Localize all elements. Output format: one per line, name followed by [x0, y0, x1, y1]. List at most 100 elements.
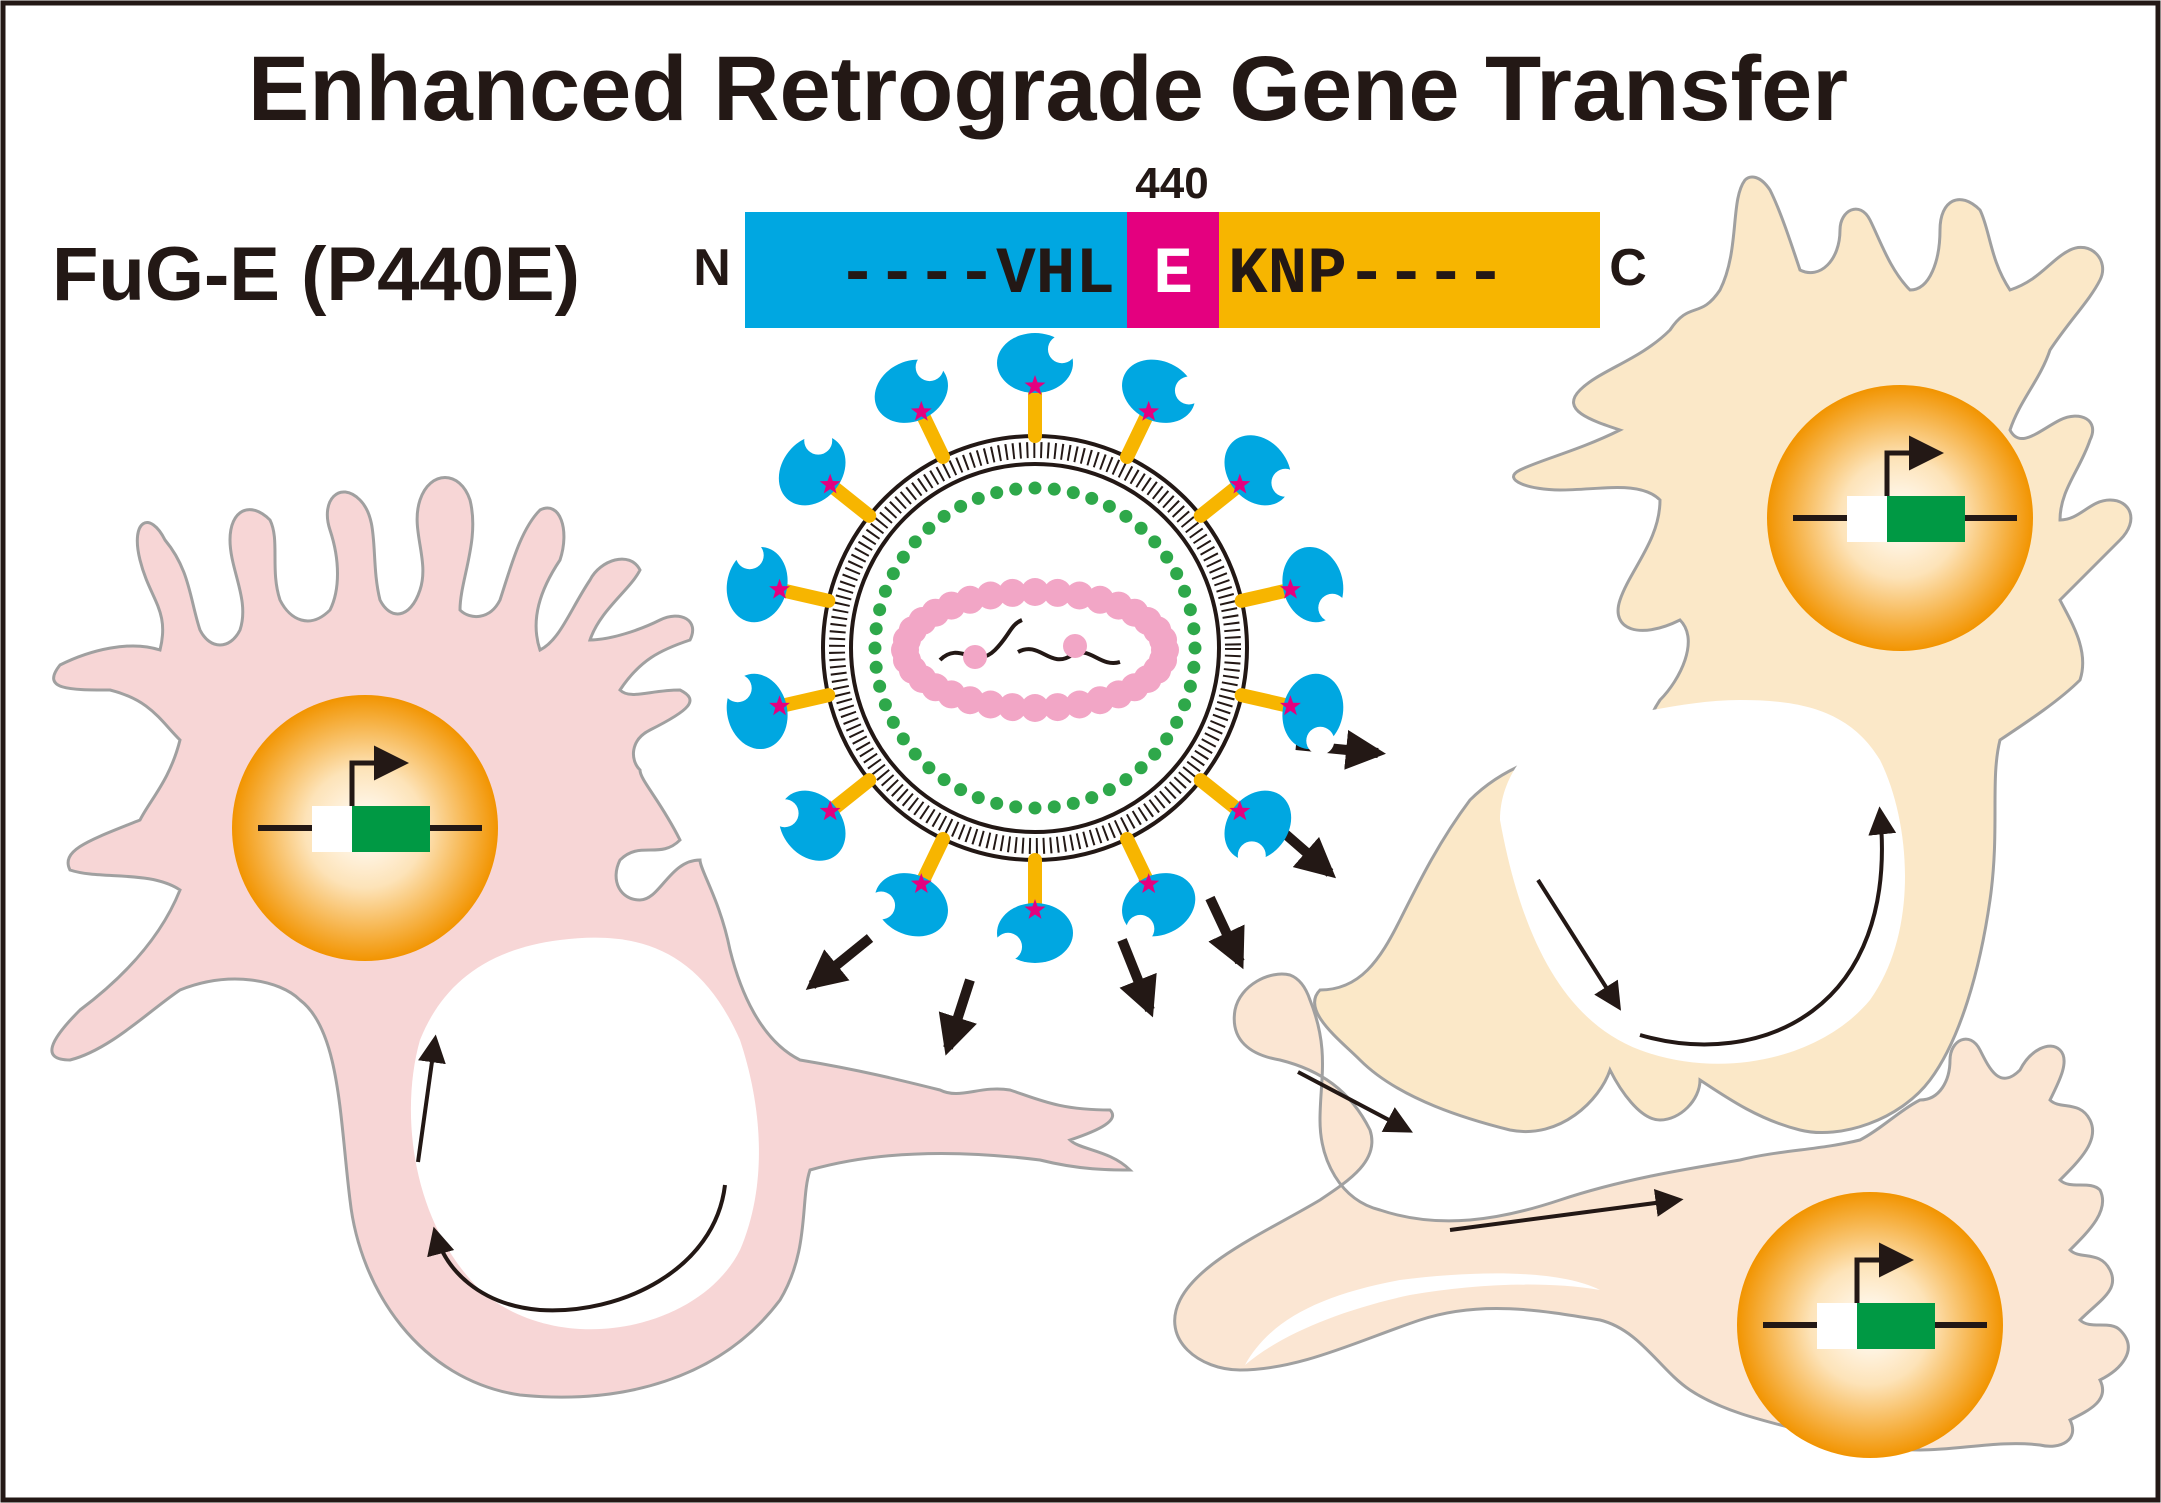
capsid-bead	[1188, 641, 1202, 655]
residue-position-label: 440	[1135, 159, 1208, 208]
arrow-icon	[1117, 938, 1157, 1018]
rna-strand-icon	[938, 618, 1023, 662]
capsid-bead	[1028, 801, 1042, 815]
capsid-bead	[1148, 747, 1162, 761]
glycoprotein-spike	[723, 673, 836, 750]
glycoprotein-spike	[1193, 773, 1292, 870]
neuron-left	[50, 476, 1134, 1399]
capsid-bead	[990, 486, 1004, 500]
glycoprotein-spike	[1234, 673, 1344, 755]
glycoprotein-construct-bar: N ----VHL E KNP---- C 440	[693, 159, 1647, 328]
rnp-bead	[976, 581, 1005, 610]
neuron-top-right-axon-hole	[1500, 700, 1905, 1064]
glycoprotein-spikes	[723, 333, 1347, 963]
capsid-bead	[868, 641, 882, 655]
vector-entry-arrows	[805, 729, 1386, 1056]
capsid-bead	[873, 679, 887, 693]
capsid-bead	[954, 499, 968, 513]
capsid-bead	[1178, 584, 1192, 598]
capsid-bead	[869, 660, 883, 674]
transport-arrow-icon	[416, 1034, 446, 1163]
genome-core	[891, 578, 1179, 722]
transgene-cassette-icon	[258, 745, 482, 852]
capsid-bead	[1119, 509, 1133, 523]
capsid-bead	[1160, 550, 1174, 564]
capsid-bead	[896, 732, 910, 746]
transport-arrow-icon	[1639, 806, 1897, 1047]
glycoprotein-spike	[778, 426, 877, 523]
capsid-bead	[1148, 535, 1162, 549]
capsid-bead	[878, 698, 892, 712]
capsid-bead	[1160, 732, 1174, 746]
construct-name: FuG-E (P440E)	[52, 232, 580, 317]
c-terminus-label: C	[1609, 239, 1647, 297]
capsid-bead	[1134, 521, 1148, 535]
capsid-bead	[937, 773, 951, 787]
neuron-bottom-right-gap	[1245, 1273, 1600, 1365]
glycoprotein-spike	[726, 541, 836, 623]
arrow-icon	[938, 978, 977, 1056]
neuron-top-right	[1313, 175, 2133, 1135]
capsid-bead	[1102, 499, 1116, 513]
n-terminus-label: N	[693, 239, 731, 297]
capsid-bead	[937, 509, 951, 523]
capsid-bead	[954, 783, 968, 797]
glycoprotein-spike	[1234, 546, 1347, 623]
capsid-bead	[971, 791, 985, 805]
rnp-bead	[1043, 578, 1072, 607]
capsid-bead	[1047, 800, 1061, 814]
capsid-bead	[869, 622, 883, 636]
capsid-bead	[1187, 660, 1201, 674]
glycoprotein-spike	[1193, 435, 1300, 523]
transgene-cassette-icon	[1793, 435, 2017, 542]
neuron-bottom-right	[1173, 972, 2130, 1458]
capsid-bead	[1085, 491, 1099, 505]
neuron-left-axon-hole	[410, 937, 759, 1330]
mutation-block	[1127, 212, 1219, 328]
rnp-bead	[1021, 694, 1049, 722]
rnp-bead	[1043, 693, 1072, 722]
capsid-bead	[1187, 622, 1201, 636]
capsid-bead	[1183, 603, 1197, 617]
glycoprotein-spike	[1119, 359, 1203, 464]
capsid-bead	[1009, 482, 1023, 496]
right-sequence: KNP----	[1228, 237, 1505, 312]
capsid-bead	[1085, 791, 1099, 805]
capsid-bead	[1183, 679, 1197, 693]
glycoprotein-spike	[1119, 832, 1196, 943]
capsid-bead	[886, 715, 900, 729]
rv-domain-block	[1219, 212, 1600, 328]
transport-arrow-icon	[1449, 1189, 1684, 1232]
capsid-bead	[1066, 486, 1080, 500]
capsid-bead	[1170, 567, 1184, 581]
capsid-bead	[886, 567, 900, 581]
rnp-bead	[1149, 625, 1178, 654]
lentiviral-vector-icon	[723, 333, 1347, 963]
capsid-bead	[1119, 773, 1133, 787]
capsid-bead	[971, 491, 985, 505]
transgene-cassette-icon	[1763, 1242, 1987, 1349]
glycoprotein-spike	[770, 773, 877, 861]
viral-envelope-inner	[849, 462, 1221, 834]
figure-title: Enhanced Retrograde Gene Transfer	[248, 38, 1848, 140]
capsid-bead	[1102, 783, 1116, 797]
rnp-bead	[998, 693, 1027, 722]
transport-arrow-icon	[1536, 878, 1622, 1011]
glycoprotein-spike	[997, 333, 1076, 443]
capsid-bead	[908, 535, 922, 549]
capsid-bead	[1170, 715, 1184, 729]
capsid-bead	[896, 550, 910, 564]
left-sequence: ----VHL	[838, 237, 1115, 312]
integrase-bead	[963, 645, 987, 669]
rnp-bead	[998, 578, 1027, 607]
arrow-icon	[805, 934, 874, 991]
glycoprotein-spike	[874, 353, 951, 464]
capsid-bead	[908, 747, 922, 761]
capsid-bead	[922, 521, 936, 535]
capsid-bead	[1134, 761, 1148, 775]
capsid-bead	[1009, 800, 1023, 814]
rnp-bead	[1065, 690, 1094, 719]
glycoprotein-spike	[867, 832, 951, 937]
capsid-bead	[990, 796, 1004, 810]
